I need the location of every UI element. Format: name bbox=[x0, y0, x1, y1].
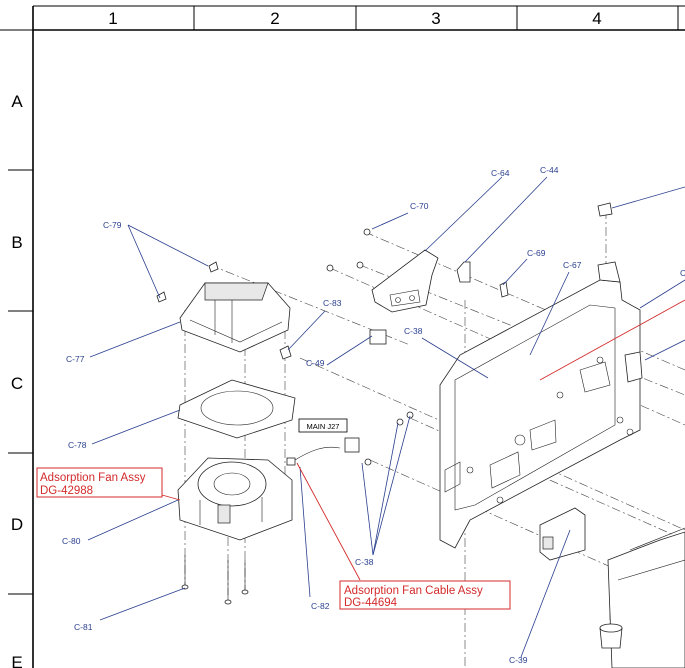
part-label-c70: C-70 bbox=[410, 201, 429, 211]
fan-screws bbox=[181, 555, 249, 605]
bottom-bracket bbox=[539, 507, 586, 561]
callout-leaders bbox=[161, 299, 685, 581]
part-label-c81: C-81 bbox=[74, 622, 93, 632]
row-label-a: A bbox=[11, 92, 23, 111]
side-frame-plate bbox=[439, 261, 643, 549]
callout-adsorption-fan-assy: Adsorption Fan Assy DG-42988 bbox=[36, 467, 163, 498]
callout-fan-assy-code: DG-42988 bbox=[40, 485, 93, 497]
part-label-c44: C-44 bbox=[540, 165, 559, 175]
callout-adsorption-fan-cable-assy: Adsorption Fan Cable Assy DG-44694 bbox=[339, 580, 511, 610]
fan-mounting-bracket bbox=[371, 249, 439, 313]
right-clip bbox=[597, 202, 613, 217]
column-label-1: 1 bbox=[108, 9, 117, 28]
connector-tag: MAIN J27 bbox=[298, 418, 348, 433]
callout-fan-assy-name: Adsorption Fan Assy bbox=[40, 472, 146, 484]
fan-gasket-plate bbox=[177, 379, 296, 439]
part-label-c67: C-67 bbox=[563, 260, 582, 270]
part-label-c49: C-49 bbox=[306, 358, 325, 368]
part-label-c38-lower: C-38 bbox=[355, 557, 374, 567]
part-label-c38-upper: C-38 bbox=[404, 326, 423, 336]
rubber-foot bbox=[599, 623, 623, 649]
part-labels: C-79 C-77 C-78 C-80 C-81 C-83 C-49 C-82 … bbox=[62, 165, 685, 665]
cable-clamp bbox=[344, 329, 387, 453]
fan-duct-cover bbox=[179, 282, 291, 353]
adsorption-fan bbox=[177, 457, 293, 541]
part-label-c82: C-82 bbox=[311, 601, 330, 611]
grid-column-labels: 1 2 3 4 bbox=[108, 9, 601, 28]
part-label-c64: C-64 bbox=[491, 168, 510, 178]
part-label-c80: C-80 bbox=[62, 536, 81, 546]
column-label-3: 3 bbox=[431, 9, 440, 28]
row-label-e: E bbox=[11, 653, 22, 668]
row-label-b: B bbox=[11, 233, 22, 252]
callout-fan-cable-code: DG-44694 bbox=[344, 597, 398, 609]
connector-tag-text: MAIN J27 bbox=[307, 422, 340, 431]
part-label-c-edge: C bbox=[680, 268, 685, 278]
grid-row-labels: A B C D E bbox=[11, 92, 23, 668]
column-label-2: 2 bbox=[270, 9, 279, 28]
part-label-c83: C-83 bbox=[323, 298, 342, 308]
drawing-frame bbox=[0, 5, 685, 668]
right-carriage-block bbox=[607, 527, 685, 668]
part-label-c77: C-77 bbox=[66, 354, 85, 364]
row-label-d: D bbox=[11, 515, 23, 534]
column-label-4: 4 bbox=[592, 9, 601, 28]
part-label-c39: C-39 bbox=[509, 655, 528, 665]
callout-fan-cable-name: Adsorption Fan Cable Assy bbox=[344, 585, 483, 597]
leader-lines bbox=[87, 176, 685, 658]
part-label-c69: C-69 bbox=[527, 248, 546, 258]
part-label-c79: C-79 bbox=[103, 220, 122, 230]
fan-cable bbox=[286, 446, 341, 466]
row-label-c: C bbox=[11, 374, 23, 393]
part-label-c78: C-78 bbox=[68, 440, 87, 450]
